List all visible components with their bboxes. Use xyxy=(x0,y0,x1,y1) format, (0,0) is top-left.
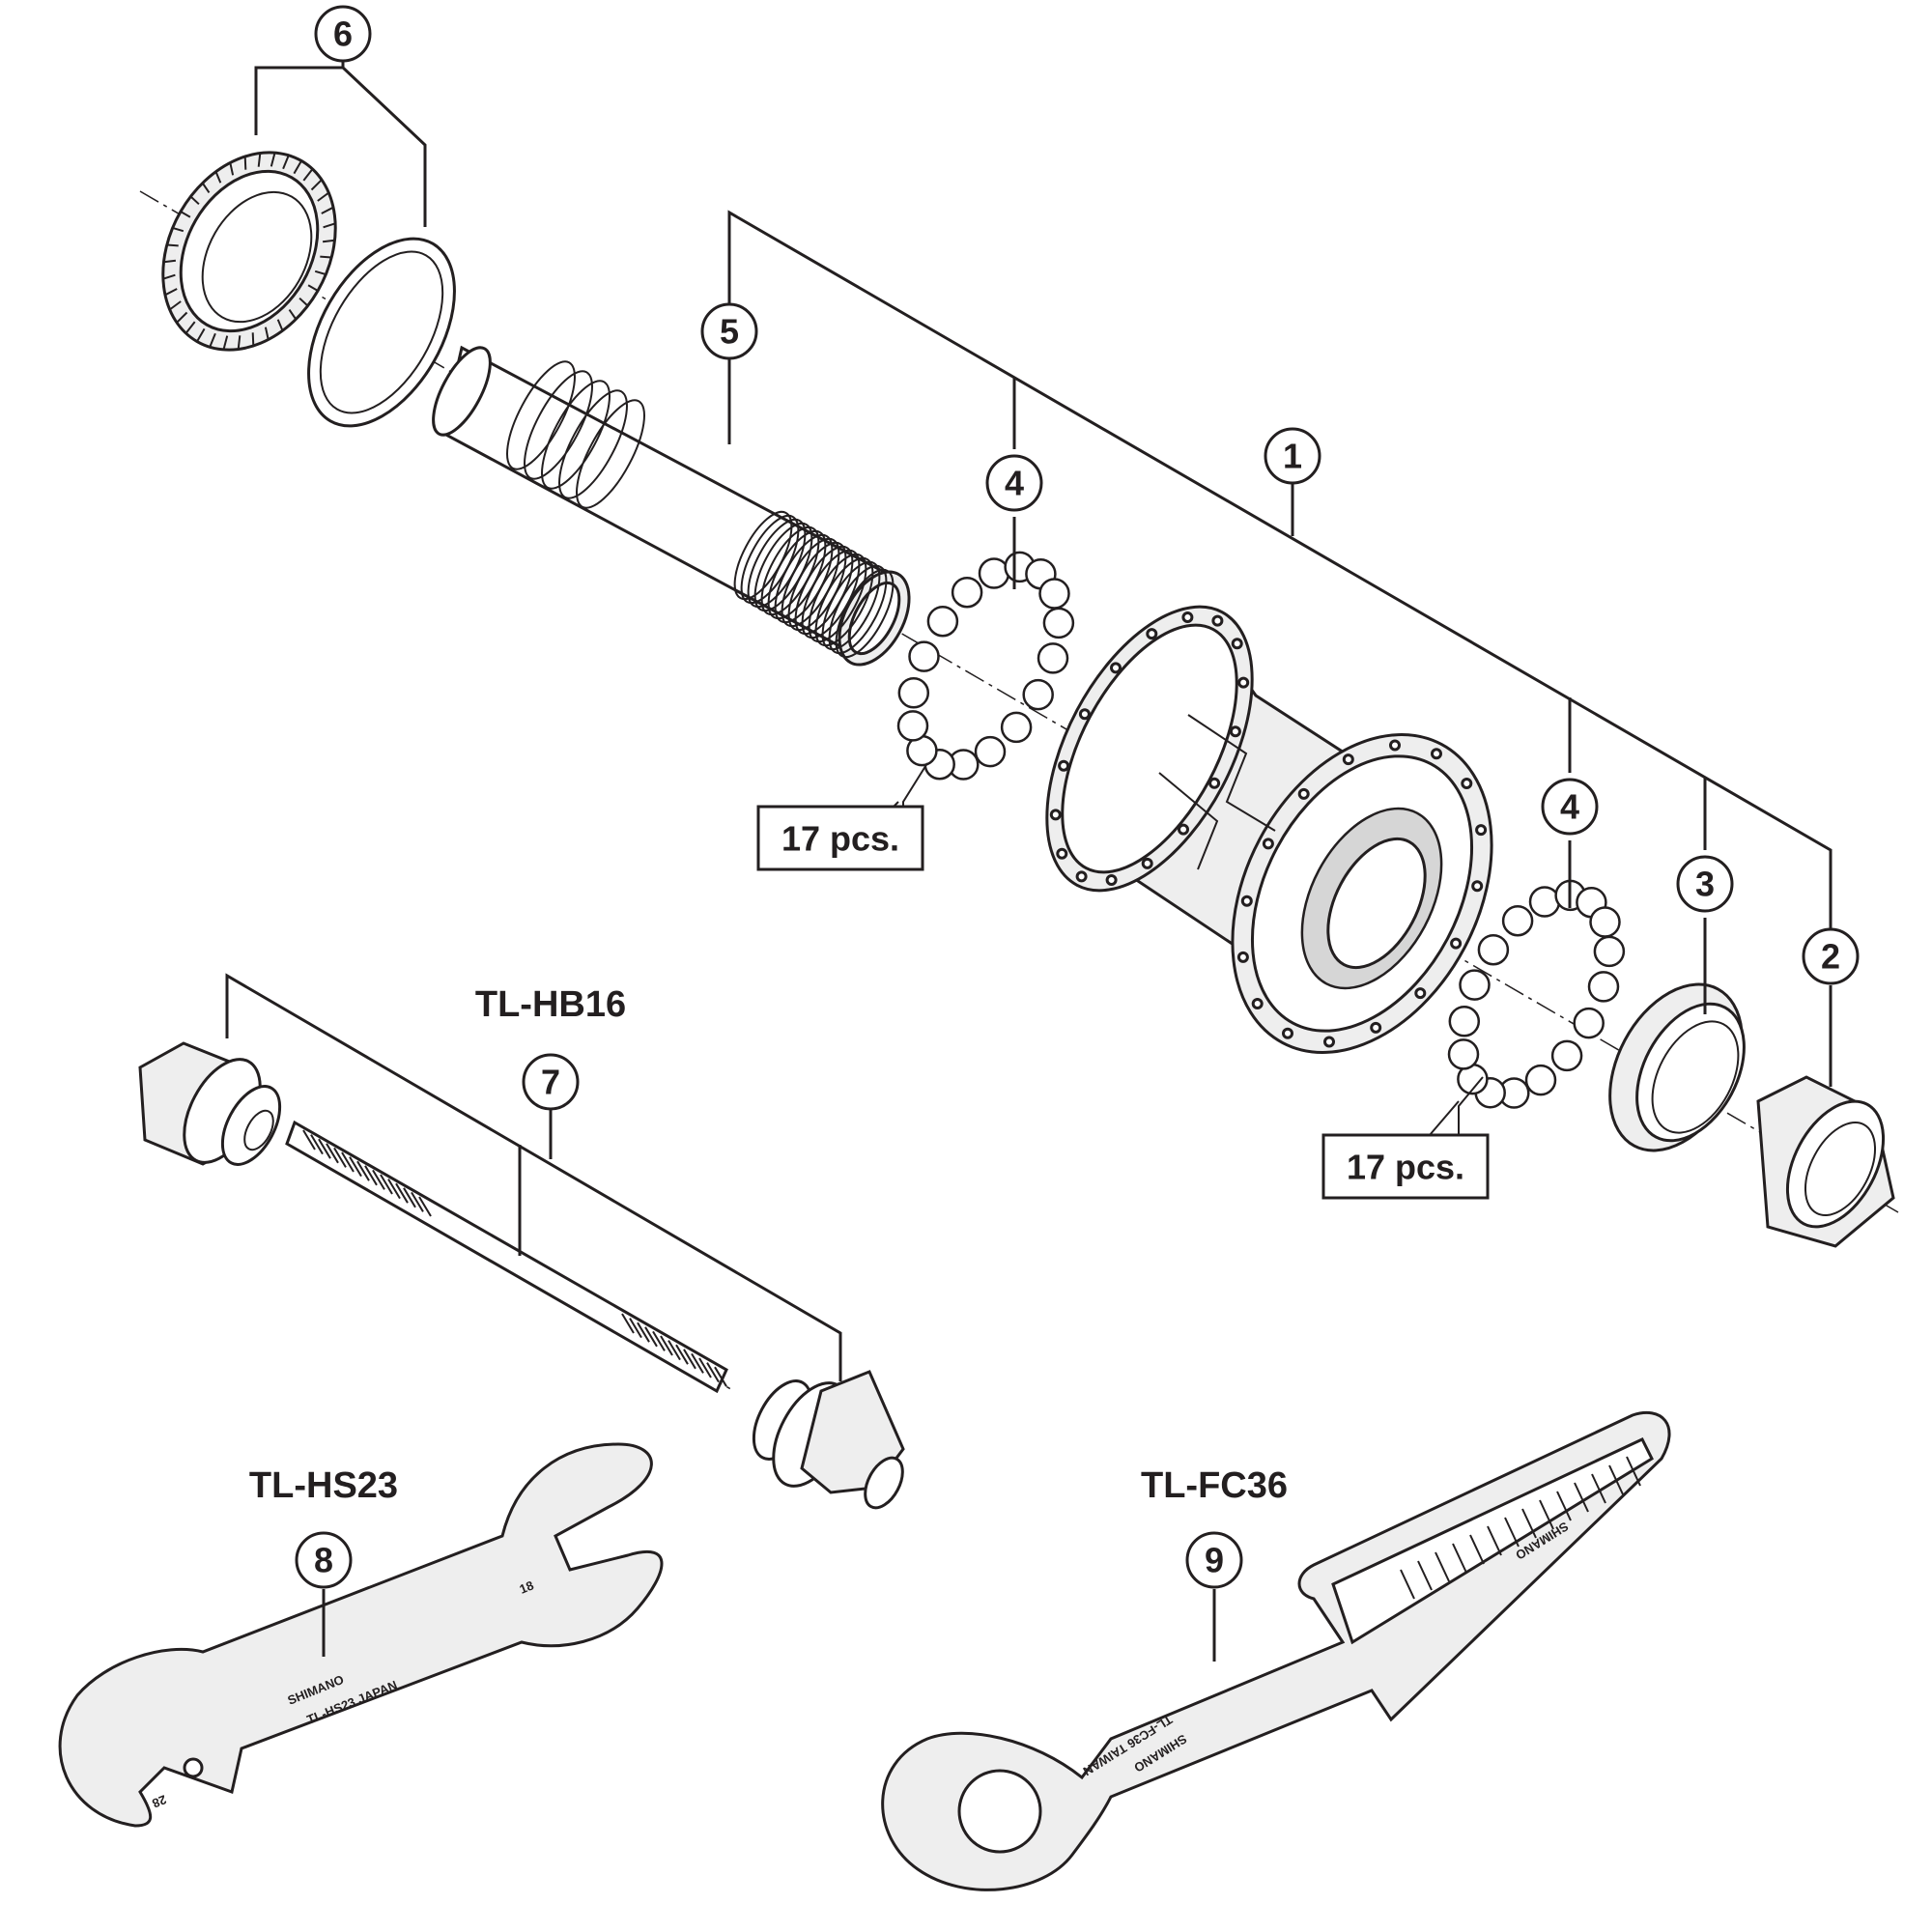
bearing-ball xyxy=(926,605,959,638)
bearing-balls-lower xyxy=(1447,879,1626,1109)
callout-1-number: 1 xyxy=(1283,437,1302,476)
bearing-ball xyxy=(908,640,940,672)
tl-fc36-wrench: SHIMANO TL-FC36 TAIWAN SHIMANO xyxy=(881,1410,1671,1891)
tl-hb16-rod xyxy=(285,1120,728,1394)
callout-6: 6 xyxy=(314,5,372,63)
tl-hs23-size-18: 18 xyxy=(518,1577,536,1596)
leader-7 xyxy=(225,973,842,1381)
callout-9: 9 xyxy=(1185,1531,1243,1589)
callout-8-number: 8 xyxy=(314,1541,333,1580)
bearing-ball xyxy=(1037,642,1069,674)
bearing-balls-upper xyxy=(896,551,1075,781)
tl-hb16-nut-left xyxy=(138,1041,282,1166)
callout-6-number: 6 xyxy=(333,14,353,54)
qty-lower-text: 17 pcs. xyxy=(1347,1148,1464,1187)
tool-label-tl-hb16: TL-HB16 xyxy=(475,984,626,1025)
lock-ring-assembly xyxy=(161,151,456,428)
callout-9-number: 9 xyxy=(1205,1541,1224,1580)
bearing-ball xyxy=(1573,1007,1605,1039)
callout-2-number: 2 xyxy=(1821,937,1840,977)
qty-upper-text: 17 pcs. xyxy=(781,819,899,859)
bearing-ball xyxy=(1589,906,1621,938)
bearing-ball xyxy=(951,576,983,609)
qty-box-upper: 17 pcs. xyxy=(756,805,924,871)
bearing-ball xyxy=(1000,711,1033,744)
callout-3-number: 3 xyxy=(1695,865,1715,904)
bearing-ball xyxy=(974,735,1007,768)
callout-4-upper: 4 xyxy=(985,454,1043,512)
callout-3: 3 xyxy=(1676,855,1734,913)
tool-label-tl-hs23: TL-HS23 xyxy=(249,1465,398,1506)
callout-8: 8 xyxy=(295,1531,353,1589)
lock-ring-spline xyxy=(162,152,336,351)
hub-shell xyxy=(1045,605,1493,1054)
bearing-ball xyxy=(1447,1038,1480,1070)
bearing-ball xyxy=(1448,1006,1481,1037)
callout-7-number: 7 xyxy=(541,1063,560,1102)
bearing-ball xyxy=(1042,607,1075,639)
callout-7: 7 xyxy=(522,1053,580,1111)
tl-hs23-size-28: 28 xyxy=(150,1792,168,1810)
tl-hs23-cone-wrench: SHIMANO TL-HS23 JAPAN 18 28 xyxy=(58,1442,664,1828)
hub-cone xyxy=(1608,982,1746,1152)
sleeve-threads xyxy=(733,510,895,659)
tl-fc36-grip xyxy=(1400,1456,1641,1600)
callout-2: 2 xyxy=(1802,927,1860,985)
bearing-ball xyxy=(1550,1039,1583,1072)
bearing-ball xyxy=(1477,933,1510,966)
tl-hb16-nut-right xyxy=(752,1370,905,1510)
bearing-ball xyxy=(1459,969,1491,1001)
flange-spoke-holes xyxy=(1049,611,1488,1048)
callout-1: 1 xyxy=(1264,427,1321,485)
qty-box-lower: 17 pcs. xyxy=(1321,1133,1490,1200)
bearing-ball xyxy=(1528,886,1561,918)
bearing-ball xyxy=(1022,678,1054,711)
callout-5: 5 xyxy=(700,302,758,360)
callout-4-lower-number: 4 xyxy=(1560,787,1579,827)
callout-4-upper-number: 4 xyxy=(1005,464,1024,503)
bearing-ball xyxy=(896,710,929,742)
hub-end-cap xyxy=(1756,1075,1895,1248)
bearing-ball xyxy=(1038,578,1070,610)
bearing-ball xyxy=(897,677,930,709)
bearing-ball xyxy=(978,557,1010,589)
lock-ring xyxy=(161,151,337,352)
callout-4-lower: 4 xyxy=(1541,778,1599,836)
leader-lines xyxy=(225,53,1833,1662)
hub-axle-sleeve xyxy=(432,345,911,667)
tool-label-tl-fc36: TL-FC36 xyxy=(1141,1465,1288,1506)
lock-ring-spacer xyxy=(307,237,456,428)
bearing-ball xyxy=(1587,971,1620,1003)
bearing-ball xyxy=(1501,904,1534,937)
sleeve-grooves xyxy=(506,360,645,509)
tl-hb16-tool xyxy=(138,1041,905,1510)
callout-5-number: 5 xyxy=(720,312,739,352)
bearing-ball xyxy=(1524,1064,1557,1096)
bearing-ball xyxy=(1593,935,1626,968)
